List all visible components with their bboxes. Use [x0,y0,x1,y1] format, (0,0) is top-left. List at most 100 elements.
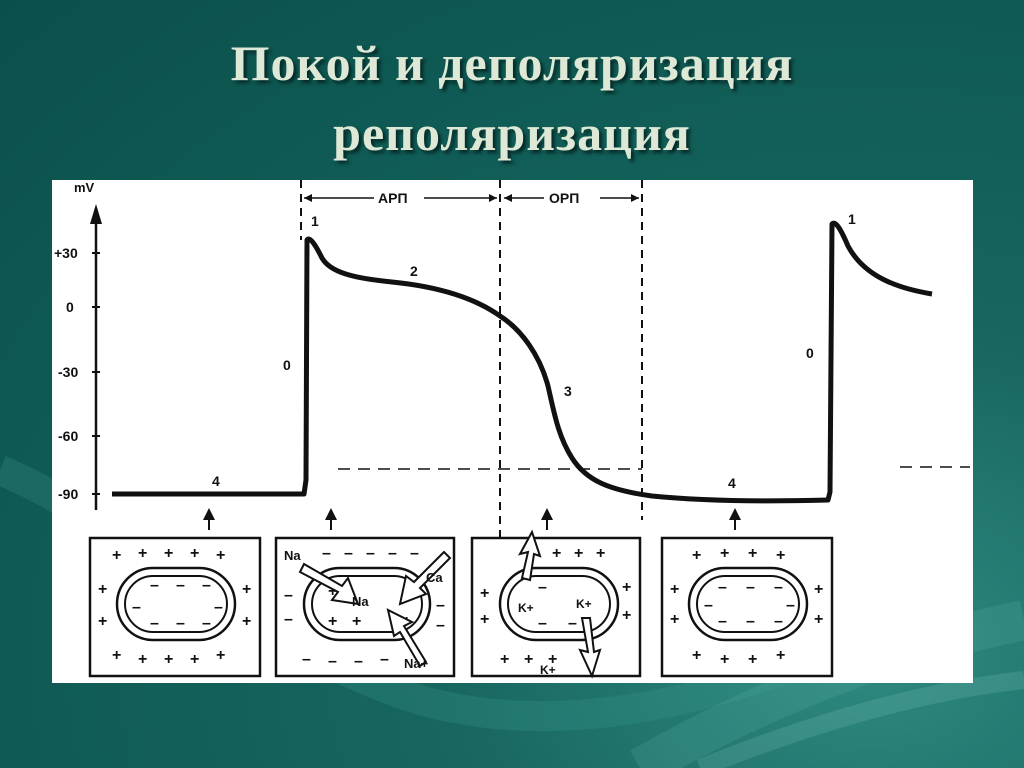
svg-text:–: – [202,577,211,594]
svg-text:+: + [670,611,679,628]
svg-text:–: – [284,611,293,628]
svg-text:–: – [354,653,363,670]
svg-text:+: + [328,583,337,600]
svg-text:–: – [774,579,783,596]
svg-text:–: – [718,579,727,596]
svg-text:–: – [150,577,159,594]
svg-text:–: – [718,613,727,630]
svg-text:+: + [748,651,757,668]
svg-text:–: – [704,597,713,614]
svg-text:–: – [132,599,141,616]
arp-label: АРП [378,190,408,206]
svg-text:–: – [410,545,419,562]
svg-text:–: – [436,597,445,614]
svg-text:–: – [284,587,293,604]
svg-text:–: – [436,617,445,634]
svg-text:+: + [622,607,631,624]
svg-text:+: + [164,651,173,668]
svg-text:+: + [814,611,823,628]
svg-text:+: + [352,613,361,630]
svg-text:+: + [138,545,147,562]
ion-label-k: K+ [576,597,592,611]
phase-label-2: 2 [410,263,418,279]
svg-text:+: + [622,579,631,596]
svg-text:–: – [380,651,389,668]
svg-text:–: – [746,613,755,630]
ion-label-ca: Ca [426,570,443,585]
svg-text:+: + [480,585,489,602]
svg-text:+: + [216,647,225,664]
svg-text:+: + [574,545,583,562]
ion-label-k: K+ [518,601,534,615]
orp-label: ОРП [549,190,579,206]
phase-label-4: 4 [728,475,736,491]
svg-text:+: + [242,613,251,630]
svg-text:+: + [164,545,173,562]
svg-text:+: + [596,545,605,562]
svg-text:+: + [216,547,225,564]
phase-label-1: 1 [848,211,856,227]
cell-pointer-arrows [203,508,741,530]
svg-text:+: + [98,613,107,630]
svg-text:–: – [322,545,331,562]
period-markers [300,180,643,540]
svg-text:+: + [328,613,337,630]
phase-label-0: 0 [806,345,814,361]
svg-text:–: – [388,545,397,562]
svg-text:+: + [190,651,199,668]
svg-text:–: – [176,577,185,594]
cell-repolarization: + + + + + + + + + + – – – K+ K+ K+ [470,529,642,679]
svg-text:+: + [500,651,509,668]
svg-text:–: – [302,651,311,668]
svg-text:+: + [98,581,107,598]
y-tick-label: -30 [58,364,78,380]
svg-text:–: – [746,579,755,596]
svg-text:+: + [190,545,199,562]
slide-title-line-1: Покой и деполяризация [230,35,794,91]
phase-label-1: 1 [311,213,319,229]
phase-label-3: 3 [564,383,572,399]
svg-text:+: + [670,581,679,598]
y-axis: mV +30 0 -30 -60 -90 [54,180,102,510]
svg-text:–: – [150,615,159,632]
svg-text:–: – [176,615,185,632]
svg-text:+: + [552,545,561,562]
slide-title-line-2: реполяризация [333,105,691,161]
y-tick-label: -60 [58,428,78,444]
svg-text:+: + [242,581,251,598]
svg-text:–: – [568,615,577,632]
action-potential-diagram: mV +30 0 -30 -60 -90 АРП ОРП 1 2 0 3 4 4 [52,180,973,683]
svg-text:+: + [480,611,489,628]
svg-text:–: – [366,545,375,562]
svg-text:+: + [814,581,823,598]
y-tick-label: +30 [54,245,78,261]
svg-text:–: – [538,579,547,596]
svg-text:+: + [548,651,557,668]
y-tick-label: 0 [66,299,74,315]
svg-text:–: – [214,599,223,616]
action-potential-curve [112,220,933,504]
svg-text:–: – [774,613,783,630]
phase-label-4: 4 [212,473,220,489]
threshold-line [338,466,970,470]
cell-depolarization: ––––– –––– –––– +++++ Na Na Ca Na+ [274,536,456,678]
cell-resting-restored: ++++ ++++ ++++ ––– ––– –– [660,536,834,678]
ion-label-na-plus: Na+ [404,656,429,671]
svg-text:+: + [112,547,121,564]
svg-text:–: – [328,653,337,670]
ion-label-k-out: K+ [540,663,556,677]
y-tick-label: -90 [58,486,78,502]
ion-label-na: Na [284,548,301,563]
svg-text:+: + [524,651,533,668]
svg-text:–: – [786,597,795,614]
svg-text:+: + [138,651,147,668]
svg-text:+: + [776,547,785,564]
svg-text:+: + [748,545,757,562]
svg-text:+: + [692,647,701,664]
y-unit-label: mV [74,180,95,195]
ion-label-na: Na [352,594,369,609]
svg-text:+: + [692,547,701,564]
svg-text:–: – [202,615,211,632]
svg-text:–: – [538,615,547,632]
cell-resting: +++++ ++++ +++++ ––– ––– –– [88,536,262,678]
